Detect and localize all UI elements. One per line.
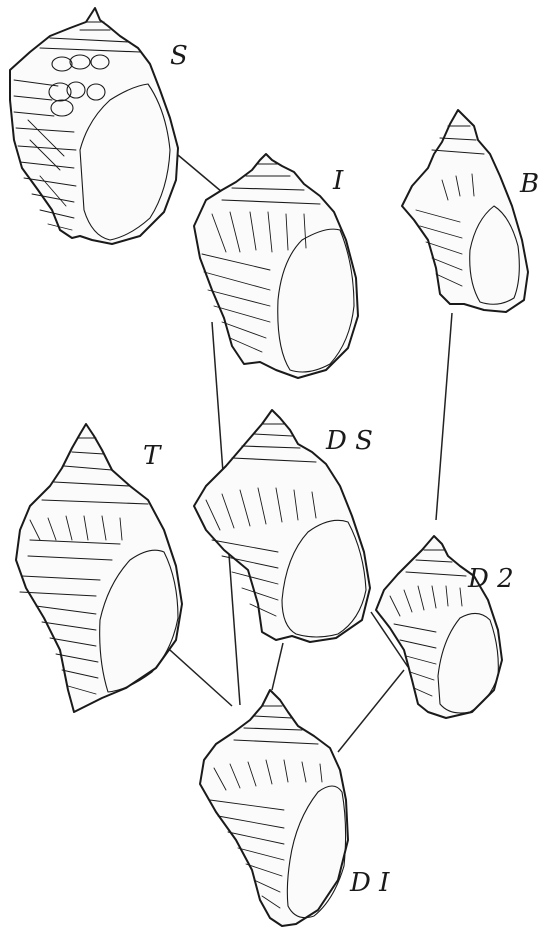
connector-s-i — [172, 150, 222, 192]
shell-label-i: I — [333, 168, 343, 194]
connector-d2-d1 — [338, 670, 404, 752]
shell-b-drawing — [402, 110, 528, 312]
shell-label-d1: D I — [350, 870, 389, 896]
connector-ds-d1 — [272, 643, 283, 690]
shell-label-t: T — [143, 443, 160, 469]
shell-d1-drawing — [200, 690, 348, 926]
connector-b-d2 — [436, 313, 452, 520]
shell-label-ds: D S — [326, 428, 373, 454]
shell-label-d2: D 2 — [468, 566, 514, 592]
shell-label-s: S — [170, 43, 188, 69]
shell-s-drawing — [10, 8, 178, 244]
shell-label-b: B — [520, 171, 539, 197]
